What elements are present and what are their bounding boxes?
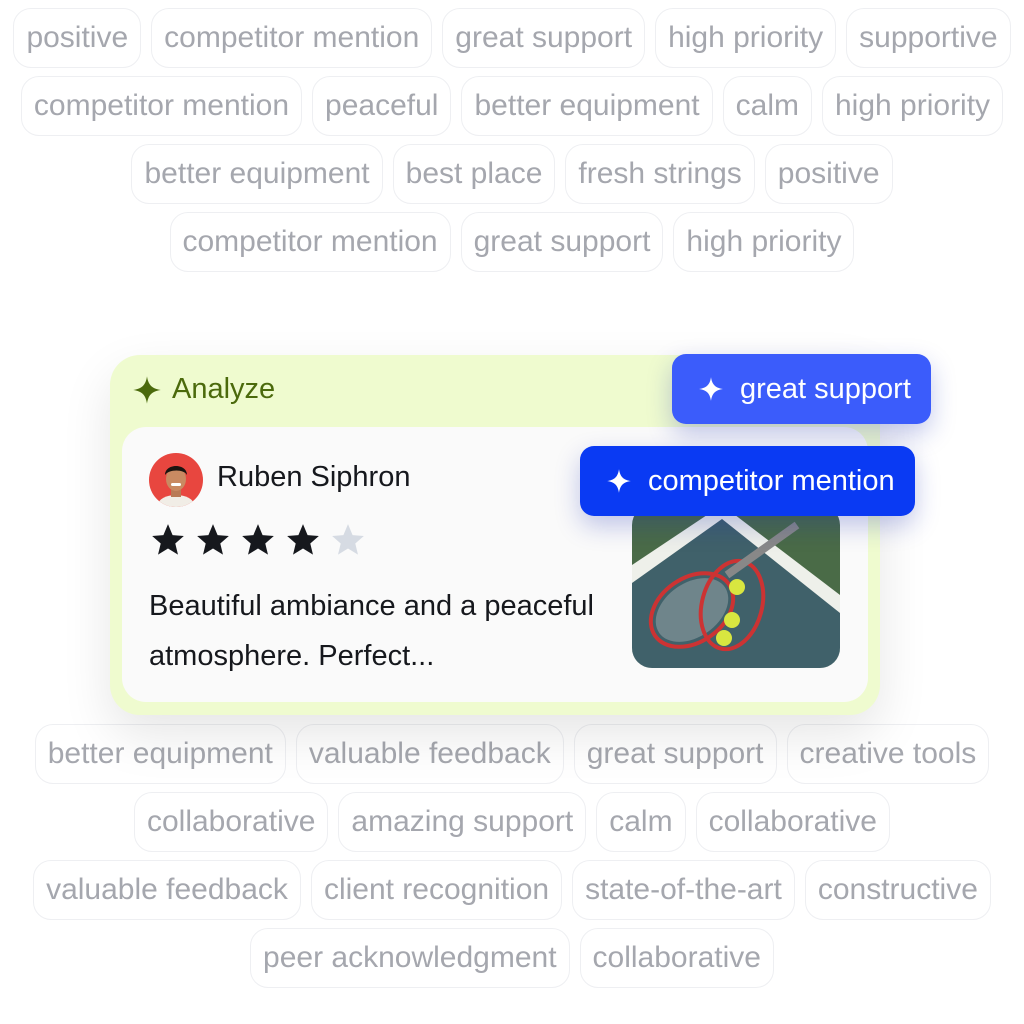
background-tag: high priority [821, 76, 1004, 136]
background-tag: high priority [655, 8, 837, 68]
star-empty-icon [332, 524, 364, 555]
background-tag: fresh strings [565, 144, 755, 204]
background-tag: better equipment [34, 724, 286, 784]
background-tag: valuable feedback [33, 860, 301, 920]
background-tag: peaceful [312, 76, 452, 136]
star-filled-icon [242, 524, 274, 555]
background-tag: great support [573, 724, 777, 784]
background-tag: collaborative [695, 792, 890, 852]
background-tag: great support [460, 212, 664, 272]
background-tag: competitor mention [151, 8, 433, 68]
background-tag: peer acknowledgment [250, 928, 570, 988]
sparkle-icon [699, 377, 723, 401]
tag-competitor-mention[interactable]: competitor mention [580, 446, 915, 516]
background-tag: high priority [673, 212, 855, 272]
background-tag: calm [722, 76, 812, 136]
background-tag: calm [596, 792, 686, 852]
background-tag: great support [442, 8, 646, 68]
background-tag: amazing support [338, 792, 587, 852]
background-tag: collaborative [133, 792, 329, 852]
background-tag: positive [764, 144, 893, 204]
background-tag: competitor mention [169, 212, 451, 272]
background-tag: better equipment [131, 144, 383, 204]
review-text: Beautiful ambiance and a peaceful atmosp… [149, 590, 594, 672]
background-tag: constructive [804, 860, 991, 920]
background-tag: creative tools [786, 724, 990, 784]
background-tag: supportive [846, 8, 1011, 68]
star-filled-icon [152, 524, 184, 555]
star-rating [149, 521, 367, 559]
background-tag: collaborative [579, 928, 774, 988]
background-tag: competitor mention [20, 76, 303, 136]
background-tag: client recognition [310, 860, 563, 920]
tag-label: competitor mention [648, 464, 895, 497]
reviewer-name: Ruben Siphron [217, 461, 411, 493]
background-tag: state-of-the-art [572, 860, 795, 920]
review-photo-tennis-rackets [632, 505, 840, 668]
background-tag: valuable feedback [295, 724, 564, 784]
tag-great-support[interactable]: great support [672, 354, 931, 424]
background-tag: positive [13, 8, 142, 68]
analyze-label: Analyze [172, 373, 276, 405]
star-filled-icon [287, 524, 319, 555]
star-filled-icon [197, 524, 229, 555]
background-tag: better equipment [461, 76, 713, 136]
background-tag: best place [392, 144, 556, 204]
analyze-header: Analyze [132, 373, 275, 406]
sparkle-icon [133, 375, 161, 404]
avatar [149, 453, 203, 507]
tag-label: great support [740, 372, 911, 405]
sparkle-icon [607, 469, 631, 493]
